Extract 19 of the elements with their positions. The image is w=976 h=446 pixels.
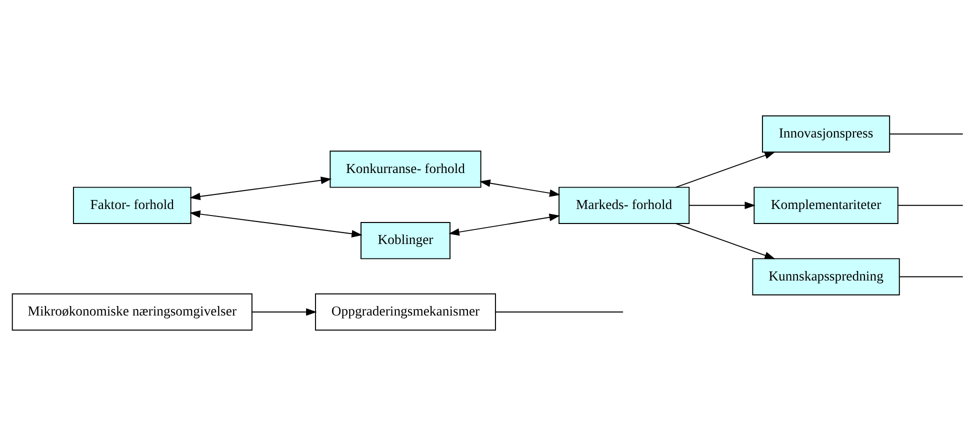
- arrow: [448, 214, 560, 236]
- arrow: [190, 210, 362, 238]
- arrow: [688, 202, 756, 210]
- node-box: Kunnskapsspredning: [752, 258, 900, 296]
- arrow: [675, 223, 776, 260]
- arrow: [480, 179, 560, 197]
- arrow: [190, 176, 332, 200]
- node-box: Konkurranse- forhold: [330, 150, 482, 188]
- node-box: Innovasjonspress: [762, 115, 890, 153]
- node-box: Komplementariteter: [754, 186, 898, 224]
- arrow: [252, 308, 317, 316]
- connector: [898, 204, 964, 206]
- connector: [899, 276, 964, 278]
- node-box: Koblinger: [360, 222, 450, 260]
- node-box: Mikroøkonomiske næringsomgivelser: [12, 293, 252, 331]
- arrow: [675, 152, 776, 188]
- node-box: Oppgraderingsmekanismer: [315, 293, 496, 331]
- node-box: Markeds- forhold: [558, 186, 690, 224]
- node-box: Faktor- forhold: [72, 186, 192, 224]
